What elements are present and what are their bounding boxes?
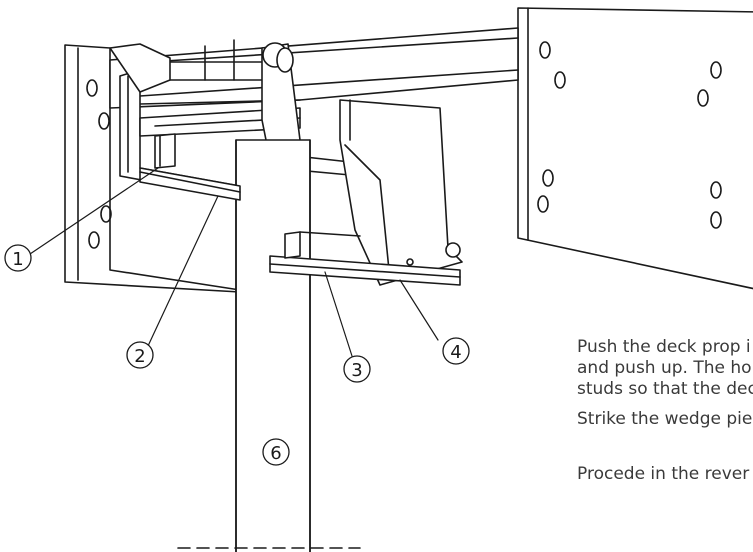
right-mounting-plate <box>517 7 753 290</box>
callout-4: 4 <box>442 337 470 365</box>
instruction-step-2: Strike the wedge pie <box>577 409 753 429</box>
lower-crossbar <box>139 167 241 201</box>
callout-1: 1 <box>4 244 32 272</box>
callout-3: 3 <box>343 355 371 383</box>
upper-beam <box>109 27 519 109</box>
instruction-step-3: Procede in the rever <box>577 464 750 484</box>
callout-2: 2 <box>126 341 154 369</box>
callout-1-label: 1 <box>12 249 23 270</box>
leader-lines <box>29 167 439 357</box>
wedge-piece <box>269 231 461 286</box>
support-bracket <box>339 99 463 286</box>
vertical-post <box>235 139 311 552</box>
callout-6-label: 6 <box>270 443 281 464</box>
callout-4-label: 4 <box>450 342 461 363</box>
instruction-step-1: Push the deck prop i and push up. The ho… <box>577 337 753 399</box>
callout-6: 6 <box>262 438 290 466</box>
callout-3-label: 3 <box>351 360 362 381</box>
callout-2-label: 2 <box>134 346 145 367</box>
